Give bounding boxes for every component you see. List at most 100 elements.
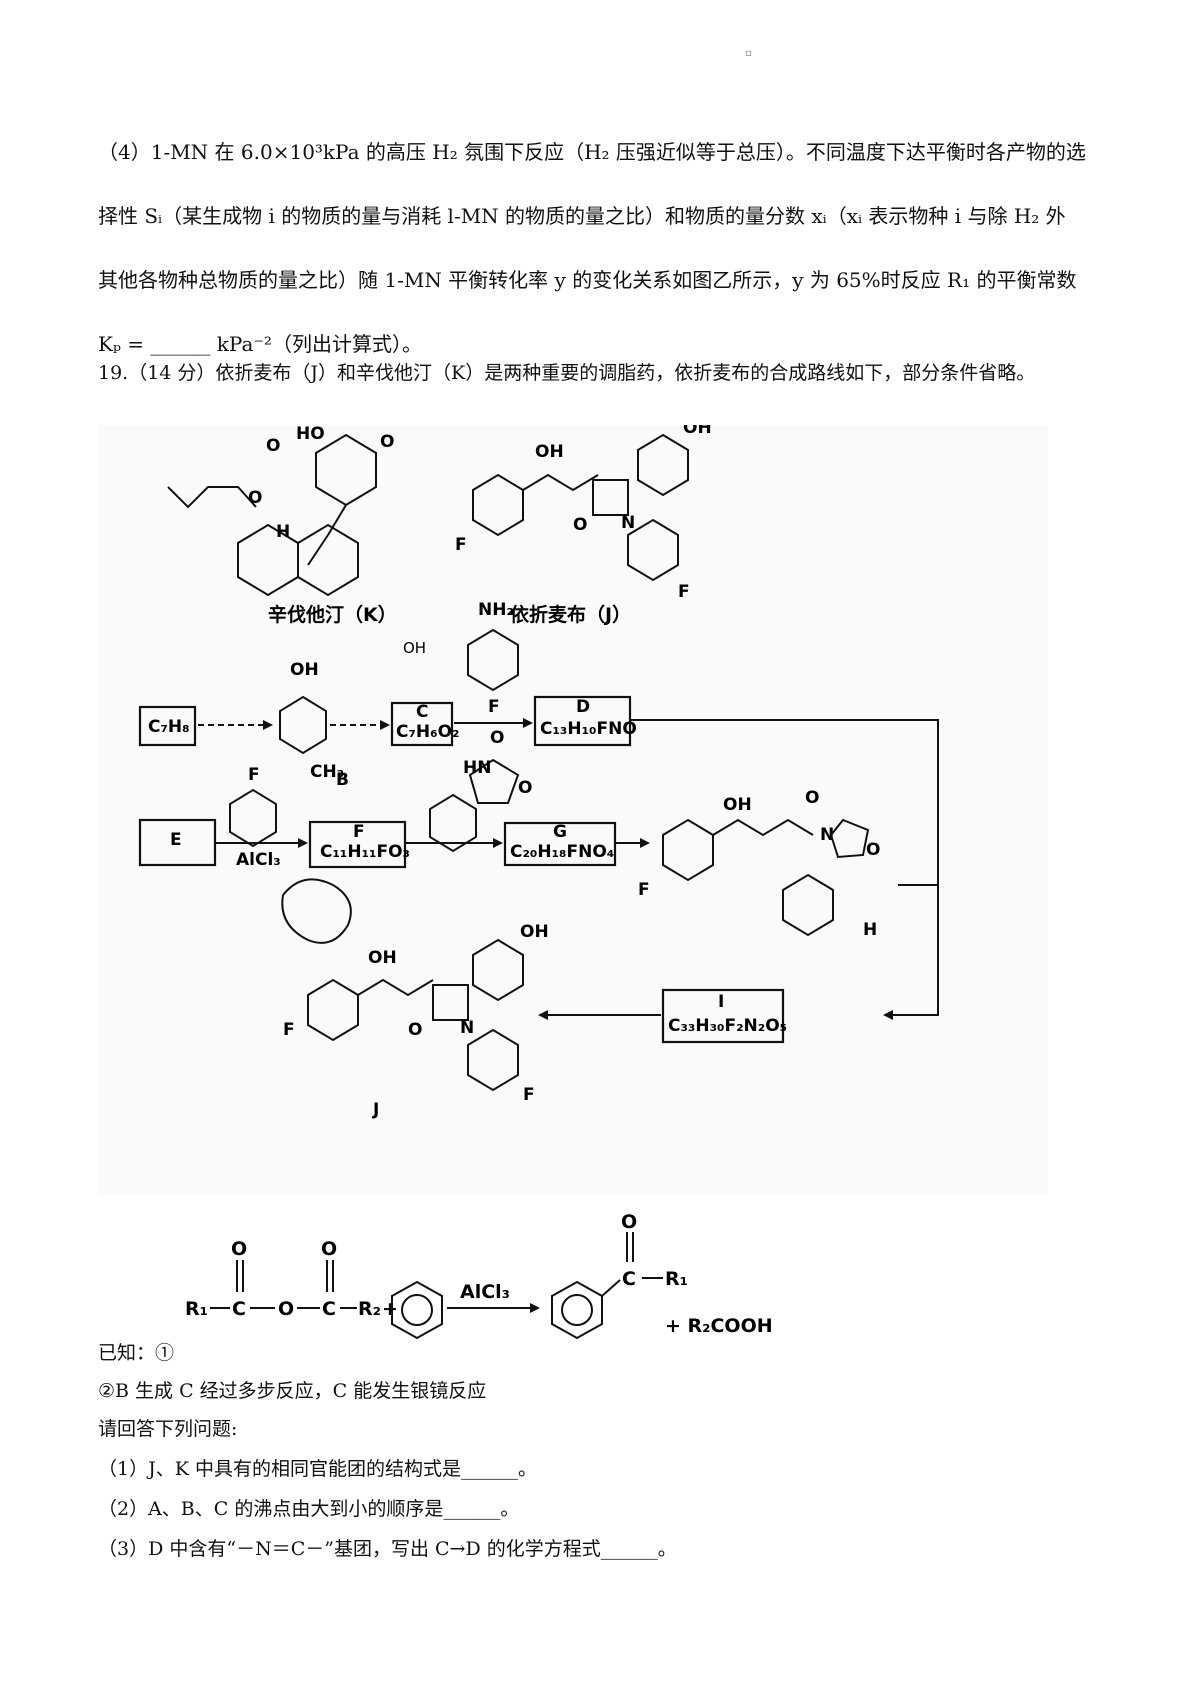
q4-line-2: 择性 Sᵢ（某生成物 i 的物质的量与消耗 l-MN 的物质的量之比）和物质的量… bbox=[98, 204, 1066, 228]
box-c bbox=[390, 701, 454, 747]
arrow-i-to-j-head bbox=[538, 1010, 548, 1020]
j-ring-phenol bbox=[472, 938, 524, 1002]
h-carbonyl-o: O bbox=[805, 788, 819, 808]
fluorobenzene-f: F bbox=[248, 765, 260, 785]
box-a-formula: C₇H₈ bbox=[148, 717, 190, 737]
eq-alcl3: AlCl₃ bbox=[460, 1281, 510, 1303]
q4-line-3: 其他各物种总物质的量之比）随 1-MN 平衡转化率 y 的变化关系如图乙所示，y… bbox=[98, 268, 1077, 292]
label-j: J bbox=[372, 1100, 379, 1120]
oxazolidinone-ring bbox=[468, 758, 520, 804]
j-o: O bbox=[408, 1020, 422, 1040]
box-g-formula: C₂₀H₁₈FNO₄ bbox=[510, 842, 614, 862]
h-chain bbox=[712, 818, 814, 837]
k-side-chain bbox=[167, 486, 257, 509]
label-b: B bbox=[336, 770, 349, 790]
reagent-alcl3: AlCl₃ bbox=[236, 850, 281, 870]
box-f-formula: C₁₁H₁₁FO₃ bbox=[320, 842, 410, 862]
box-i-label: I bbox=[718, 992, 724, 1012]
eq-c1: C bbox=[232, 1298, 246, 1320]
h-n: N bbox=[820, 825, 834, 845]
j-oh: OH bbox=[368, 948, 397, 968]
k-carbonyl-o: O bbox=[266, 436, 280, 456]
box-i-formula: C₃₃H₃₀F₂N₂O₅ bbox=[668, 1016, 787, 1036]
box-e-label: E bbox=[170, 830, 182, 850]
box-e bbox=[138, 818, 217, 867]
question-19-intro: 19.（14 分）依折麦布（J）和辛伐他汀（K）是两种重要的调脂药，依折麦布的合… bbox=[98, 362, 1036, 384]
scheme-background bbox=[98, 425, 1048, 1195]
eq-r1: R₁ bbox=[185, 1298, 208, 1320]
k-linker-2 bbox=[307, 534, 329, 566]
eq-c2: C bbox=[322, 1298, 336, 1320]
connector-h-to-i bbox=[893, 885, 939, 1016]
arrow-b-to-c-head bbox=[380, 720, 390, 730]
known-reaction-1: R₁ C O O C O R₂ + AlCl₃ C O R₁ + R₂COOH bbox=[185, 1211, 773, 1340]
j-top-lactam bbox=[592, 479, 629, 516]
j-top-ring-phenol bbox=[637, 433, 689, 497]
j-n: N bbox=[460, 1018, 474, 1038]
j-f-left: F bbox=[283, 1020, 295, 1040]
h-f: F bbox=[638, 880, 650, 900]
j-f-right: F bbox=[523, 1085, 535, 1105]
page-speck: ▫ bbox=[745, 48, 752, 59]
arrow-c-to-d-head bbox=[523, 718, 533, 728]
box-d-label: D bbox=[576, 697, 590, 717]
aniline-f: F bbox=[488, 697, 500, 717]
q4-line-1: （4）1-MN 在 6.0×10³kPa 的高压 H₂ 氛围下反应（H₂ 压强近… bbox=[98, 140, 1086, 164]
arrow-f-to-g-head bbox=[493, 838, 503, 848]
arrow-g-to-h-head bbox=[640, 838, 650, 848]
k-linker-1 bbox=[327, 504, 347, 536]
j-ring-fluoro bbox=[467, 1028, 519, 1092]
box-i bbox=[661, 988, 785, 1044]
aniline-nh2: NH₂ bbox=[478, 600, 514, 620]
structure-b-ring bbox=[279, 695, 327, 755]
b-ch3: CH₃ bbox=[310, 762, 344, 782]
arrow-e-to-f-head bbox=[298, 838, 308, 848]
known-label: 已知：① bbox=[98, 1342, 175, 1364]
label-h: H bbox=[863, 920, 877, 940]
eq-o1: O bbox=[231, 1238, 247, 1260]
oxazolidinone-phenyl bbox=[429, 793, 477, 853]
box-g bbox=[503, 821, 617, 867]
k-h-label: H bbox=[276, 522, 290, 542]
eq-arrow-head bbox=[530, 1303, 540, 1313]
known-condition-2: ②B 生成 C 经过多步反应，C 能发生银镜反应 bbox=[98, 1380, 487, 1402]
box-f bbox=[308, 820, 407, 869]
b-oh: OH bbox=[290, 660, 319, 680]
q4-line-4: Kₚ = ______ kPa⁻²（列出计算式）。 bbox=[98, 332, 422, 356]
k-o-label: O bbox=[380, 432, 394, 452]
h-oxazolidinone bbox=[829, 818, 870, 859]
synthesis-scheme: HO O H O O 辛伐他汀（K） F OH O N OH F 依折麦布（J）… bbox=[98, 425, 1048, 1195]
box-a bbox=[138, 705, 197, 747]
h-oh: OH bbox=[723, 795, 752, 815]
j-top-chain bbox=[522, 473, 599, 492]
sub-question-2: （2）A、B、C 的沸点由大到小的顺序是______。 bbox=[98, 1498, 520, 1520]
j-top-f-left: F bbox=[455, 535, 467, 555]
fluorobenzene-ring bbox=[229, 788, 277, 848]
eq-product-o: O bbox=[621, 1211, 637, 1233]
handwritten-scribble: OH bbox=[403, 639, 426, 657]
answer-prompt: 请回答下列问题: bbox=[98, 1418, 238, 1440]
caption-j: 依折麦布（J） bbox=[510, 603, 631, 626]
eq-product-bond bbox=[601, 1279, 621, 1297]
eq-product-ring bbox=[551, 1280, 603, 1340]
j-chain bbox=[357, 978, 434, 997]
aniline-ring bbox=[467, 628, 519, 692]
connector-d-to-h bbox=[630, 719, 939, 886]
sub-question-1: （1）J、K 中具有的相同官能团的结构式是______。 bbox=[98, 1458, 537, 1480]
eq-benzene-circle bbox=[401, 1294, 433, 1326]
eq-product-c: C bbox=[622, 1268, 636, 1290]
oxazolidinone-o-top: O bbox=[490, 728, 504, 748]
structure-j-bottom: F OH O N OH F J bbox=[283, 922, 549, 1120]
k-ring-2 bbox=[297, 523, 359, 597]
eq-product-ring-circle bbox=[561, 1294, 593, 1326]
oxazolidinone-o-ring: O bbox=[518, 778, 532, 798]
j-top-oh: OH bbox=[535, 442, 564, 462]
j-lactam bbox=[432, 984, 469, 1021]
sub-question-3: （3）D 中含有“－N＝C－”基团，写出 C→D 的化学方程式______。 bbox=[98, 1538, 677, 1560]
h-ring-o: O bbox=[866, 840, 880, 860]
arrow-a-to-b-head bbox=[263, 720, 273, 730]
j-oh-2: OH bbox=[520, 922, 549, 942]
eq-benzene bbox=[391, 1280, 443, 1340]
structure-k: HO O H O O 辛伐他汀（K） bbox=[167, 425, 397, 626]
oxazolidinone-hn: HN bbox=[463, 758, 491, 778]
